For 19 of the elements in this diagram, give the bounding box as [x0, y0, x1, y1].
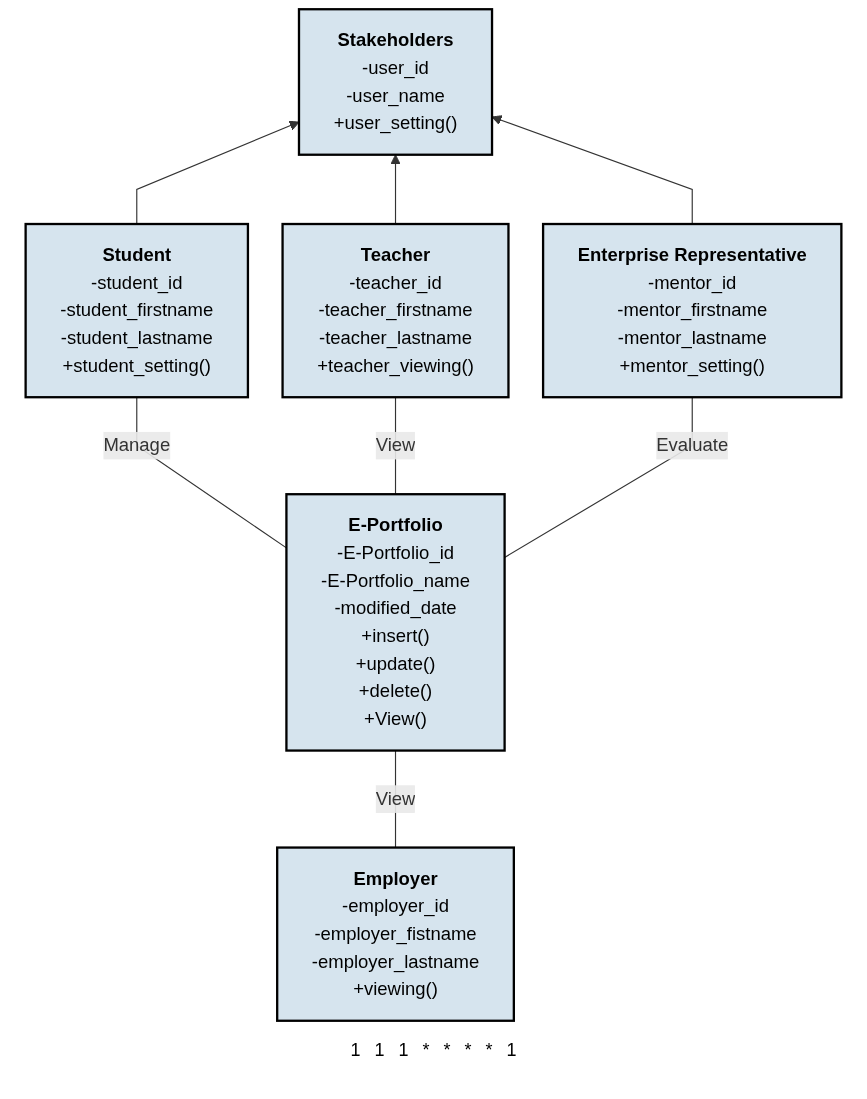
node-box: Student -student_id -student_firstname -student_lastname +student_setting(): [24, 222, 250, 399]
multiplicity-label: *: [485, 1040, 493, 1061]
node-box: E-Portfolio -E-Portfolio_id -E-Portfolio_name -modified_date +insert() +update() +delete() +View(): [285, 493, 506, 752]
multiplicity-label: 1: [374, 1040, 385, 1061]
multiplicity-label: *: [422, 1040, 430, 1061]
multiplicity-label: *: [443, 1040, 451, 1061]
edge-label: View: [375, 435, 416, 455]
edge-label: View: [375, 788, 416, 809]
multiplicity-label: 1: [506, 1040, 517, 1061]
arrow: [390, 154, 401, 225]
node-box: Enterprise Representative -mentor_id -mentor_firstname -mentor_lastname +mentor_setting(): [541, 222, 843, 399]
multiplicity-label: *: [464, 1040, 472, 1061]
edge-label: Manage: [103, 435, 171, 455]
multiplicity-label: 1: [350, 1040, 361, 1061]
node-box: Stakeholders -user_id -user_name +user_setting(): [297, 8, 494, 156]
node-box: Employer -employer_id -employer_fistname -employer_lastname +viewing(): [276, 846, 515, 1022]
node-box: Teacher -teacher_id -teacher_firstname -teacher_lastname +teacher_viewing(): [281, 222, 510, 399]
multiplicity-label: 1: [398, 1040, 409, 1061]
edge-label: Evaluate: [656, 435, 729, 455]
